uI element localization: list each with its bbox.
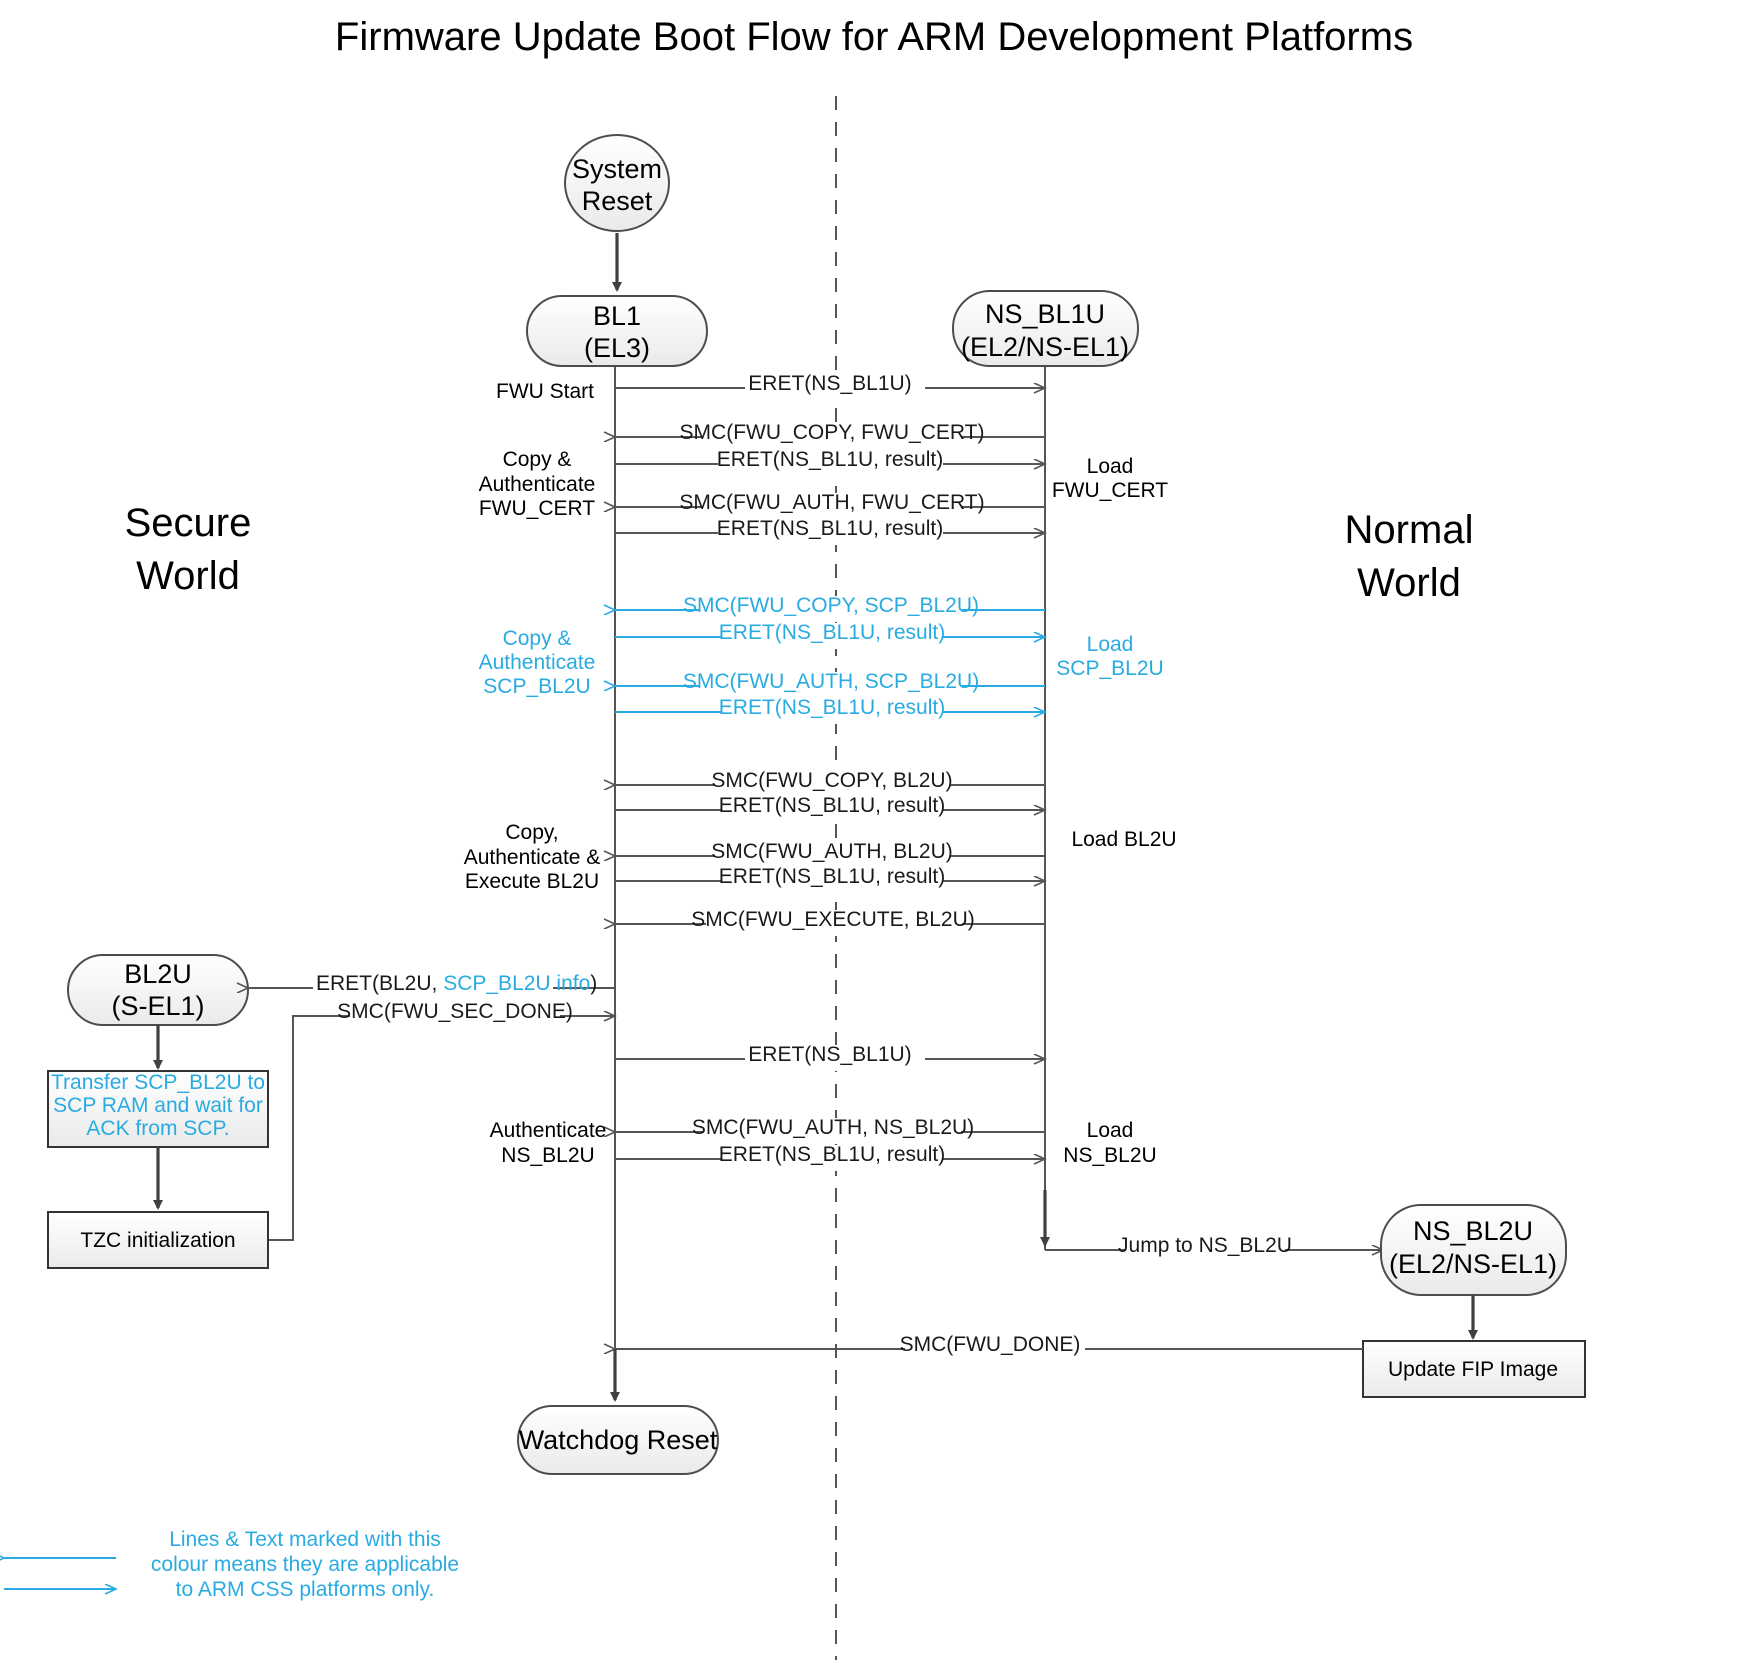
page-title: Firmware Update Boot Flow for ARM Develo… [335, 15, 1413, 59]
right-annotation-b2-line1: Load [1087, 633, 1134, 656]
message-label-m1: ERET(NS_BL1U) [748, 372, 911, 395]
label-bg-m20 [1125, 1236, 1285, 1262]
right-annotation-b3-line1: Load BL2U [1071, 828, 1176, 851]
label-bg-m7 [722, 623, 943, 649]
label-bg-m14 [706, 910, 962, 936]
node-watchdog-reset[interactable] [517, 1405, 719, 1475]
left-annotation-a4-line1: Copy, [505, 821, 558, 844]
right-annotation-b1-line2: FWU_CERT [1052, 479, 1168, 502]
left-annotation-a3-line2: Authenticate [479, 651, 596, 674]
left-annotation-a3-line3: SCP_BL2U [483, 675, 590, 698]
message-label-smc-sec-done: SMC(FWU_SEC_DONE) [337, 1000, 573, 1023]
right-annotation-b1-line1: Load [1087, 455, 1134, 478]
normal-world-label-line2: World [1357, 561, 1461, 605]
node-tzc-initialization[interactable] [47, 1211, 269, 1269]
message-label-m4: SMC(FWU_AUTH, FWU_CERT) [679, 491, 984, 514]
left-annotation-a2-line1: Copy & [503, 448, 572, 471]
node-system-reset[interactable] [564, 134, 670, 232]
secure-world-label-line1: Secure [125, 501, 252, 545]
node-update-fip-image[interactable] [1362, 1340, 1586, 1398]
left-annotation-a2-line2: Authenticate [479, 473, 596, 496]
secure-world-label-line2: World [136, 554, 240, 598]
node-tzc-initialization-label: TZC initialization [80, 1229, 235, 1252]
label-bg-m19 [722, 1145, 943, 1171]
message-label-m10: SMC(FWU_COPY, BL2U) [711, 769, 952, 792]
eret-bl2u-prefix: ERET(BL2U, [316, 972, 443, 995]
label-bg-m5 [718, 519, 943, 545]
label-bg-m9 [722, 698, 943, 724]
right-annotation-b4-line1: Load [1087, 1119, 1134, 1142]
message-label-eret-bl2u: ERET(BL2U, SCP_BL2U info) [316, 972, 597, 995]
legend-line1: Lines & Text marked with this [169, 1528, 441, 1551]
message-label-m17: ERET(NS_BL1U) [748, 1043, 911, 1066]
node-ns-bl2u-line1: NS_BL2U [1413, 1216, 1533, 1246]
legend-line2: colour means they are applicable [151, 1553, 459, 1576]
left-annotation-a3-line1: Copy & [503, 627, 572, 650]
label-bg-m10 [715, 771, 950, 797]
label-bg-m3 [718, 450, 943, 476]
node-bl2u-line2: (S-EL1) [111, 991, 204, 1021]
label-bg-m12 [715, 842, 950, 868]
label-bg-m17 [745, 1045, 925, 1071]
node-transfer-scp-line1: Transfer SCP_BL2U to [51, 1071, 265, 1094]
message-label-m8: SMC(FWU_AUTH, SCP_BL2U) [683, 670, 979, 693]
message-label-m14: SMC(FWU_EXECUTE, BL2U) [691, 908, 975, 931]
message-label-m5: ERET(NS_BL1U, result) [717, 517, 943, 540]
node-watchdog-reset-label: Watchdog Reset [519, 1425, 718, 1455]
label-bg-m21 [905, 1335, 1085, 1361]
node-ns-bl2u-line2: (EL2/NS-EL1) [1389, 1249, 1557, 1279]
label-bg-m8 [700, 672, 962, 698]
message-label-m3: ERET(NS_BL1U, result) [717, 448, 943, 471]
label-bg-m18 [703, 1118, 961, 1144]
message-label-m18: SMC(FWU_AUTH, NS_BL2U) [692, 1116, 974, 1139]
node-system-reset-line1: System [572, 154, 662, 184]
node-ns-bl1u-line2: (EL2/NS-EL1) [961, 332, 1129, 362]
node-bl1-line1: BL1 [593, 301, 641, 331]
right-annotation-b4-line2: NS_BL2U [1063, 1144, 1156, 1167]
node-system-reset-line2: Reset [582, 186, 653, 216]
label-bg-m1 [745, 374, 925, 400]
node-update-fip-image-label: Update FIP Image [1388, 1358, 1558, 1381]
eret-bl2u-suffix: ) [590, 972, 597, 995]
message-label-m7: ERET(NS_BL1U, result) [719, 621, 945, 644]
message-label-m13: ERET(NS_BL1U, result) [719, 865, 945, 888]
node-transfer-scp-bl2u[interactable] [47, 1070, 269, 1148]
label-bg-smc-sec-done [350, 1002, 560, 1028]
eret-bl2u-accent: SCP_BL2U info [443, 972, 590, 995]
legend-line3: to ARM CSS platforms only. [176, 1578, 435, 1601]
message-label-m12: SMC(FWU_AUTH, BL2U) [711, 840, 953, 863]
label-bg-m6 [700, 596, 962, 622]
label-bg-m11 [722, 796, 943, 822]
message-label-m19: ERET(NS_BL1U, result) [719, 1143, 945, 1166]
message-label-m2: SMC(FWU_COPY, FWU_CERT) [680, 421, 985, 444]
right-annotation-b2-line2: SCP_BL2U [1056, 657, 1163, 680]
node-transfer-scp-line2: SCP RAM and wait for [53, 1094, 263, 1117]
left-annotation-a2-line3: FWU_CERT [479, 497, 595, 520]
node-bl1-line2: (EL3) [584, 333, 650, 363]
message-label-m20: Jump to NS_BL2U [1118, 1234, 1292, 1257]
normal-world-label-line1: Normal [1345, 508, 1474, 552]
node-transfer-scp-line3: ACK from SCP. [86, 1117, 229, 1140]
left-annotation-a5-line2: NS_BL2U [501, 1144, 594, 1167]
label-bg-m4 [703, 493, 961, 519]
left-annotation-a1-line1: FWU Start [496, 380, 594, 403]
left-annotation-a5-line1: Authenticate [490, 1119, 607, 1142]
label-bg-m2 [703, 423, 961, 449]
message-label-m6: SMC(FWU_COPY, SCP_BL2U) [683, 594, 979, 617]
node-ns-bl1u[interactable] [952, 290, 1139, 367]
message-label-m21: SMC(FWU_DONE) [900, 1333, 1081, 1356]
message-label-m9: ERET(NS_BL1U, result) [719, 696, 945, 719]
message-label-m11: ERET(NS_BL1U, result) [719, 794, 945, 817]
node-ns-bl1u-line1: NS_BL1U [985, 299, 1105, 329]
left-annotation-a4-line3: Execute BL2U [465, 870, 599, 893]
left-annotation-a4-line2: Authenticate & [464, 846, 601, 869]
label-bg-eret-bl2u [313, 974, 553, 1000]
node-bl2u-line1: BL2U [124, 959, 192, 989]
node-bl1[interactable] [526, 295, 708, 367]
label-bg-m13 [722, 867, 943, 893]
